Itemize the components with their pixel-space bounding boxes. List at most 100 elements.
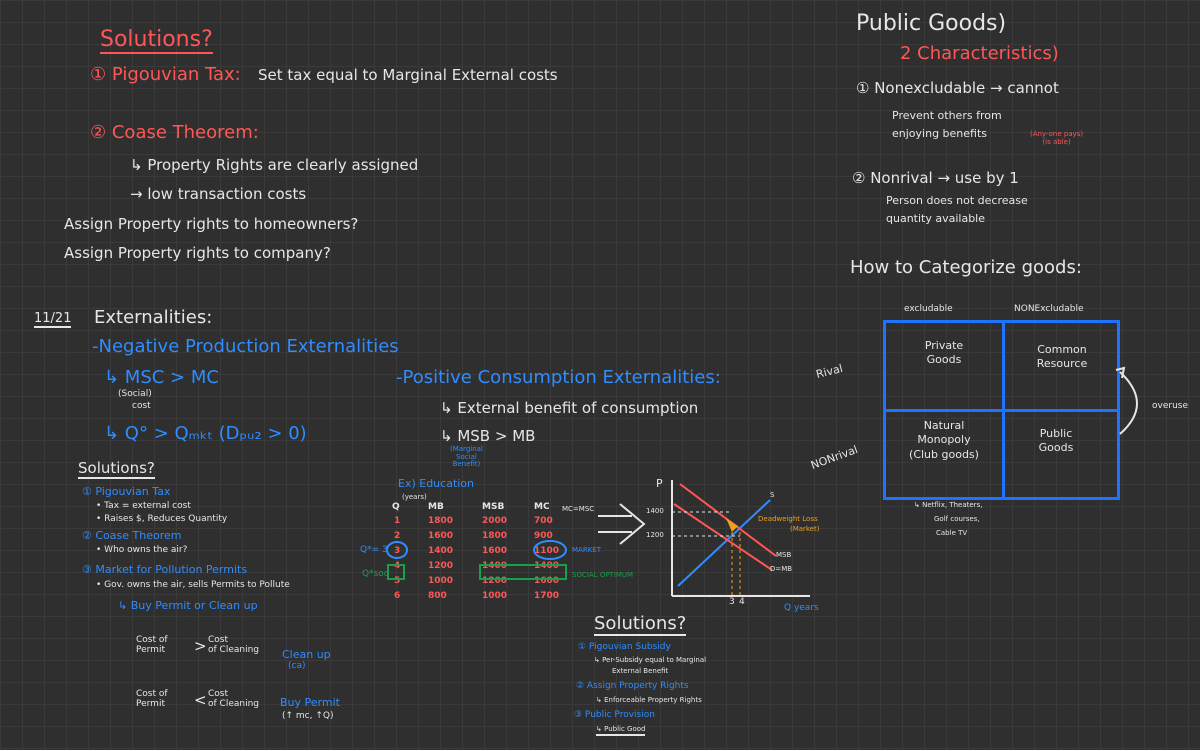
sol-permits: ③ Market for Pollution Permits [82, 563, 248, 576]
club-example-2: Golf courses, [934, 515, 980, 523]
club-example-1: ↳ Netflix, Theaters, [914, 501, 983, 509]
negative-production-heading: -Negative Production Externalities [92, 336, 399, 357]
header-q: Q [392, 502, 400, 512]
mb-row: 1000 [428, 576, 454, 586]
msc-mc: ↳ MSC > MC [104, 367, 219, 388]
msb-row: 1800 [482, 531, 508, 541]
q-vs-market: ↳ Q° > Qₘₖₜ (Dₚᵤ₂ > 0) [104, 423, 307, 444]
pigouvian-tax-desc: Set tax equal to Marginal External costs [258, 66, 558, 84]
mc-row: 1100 [534, 546, 560, 556]
graph-p-label: P [656, 477, 663, 490]
cost-op-1: > [194, 637, 207, 655]
msb-row: 1200 [482, 576, 508, 586]
row-nonrival: NONrival [809, 443, 860, 473]
mc-row: 900 [534, 531, 553, 541]
msb-row: 1600 [482, 546, 508, 556]
clean-up-action: Clean up [282, 648, 331, 661]
graph-price-2: 1200 [646, 531, 664, 539]
graph-supply-label: S [770, 491, 775, 499]
supply-curve [677, 499, 771, 587]
social-optimum-label: SOCIAL OPTIMUM [572, 571, 634, 579]
sol-permits-b: ↳ Buy Permit or Clean up [118, 599, 258, 612]
solutions-3-heading: Solutions? [594, 613, 687, 636]
graph-mb-label: D=MB [770, 565, 793, 573]
mc-row: 1400 [534, 561, 560, 571]
nonexcludable-b: enjoying benefits [892, 127, 988, 140]
mb-row: 1800 [428, 516, 454, 526]
coase-theorem-label: ② Coase Theorem: [90, 122, 259, 143]
msb-row: 1000 [482, 591, 508, 601]
sol3-subsidy: ① Pigouvian Subsidy [578, 642, 671, 652]
mb-row: 800 [428, 591, 447, 601]
cost-permit-1: Cost of Permit [136, 635, 168, 655]
market-label: MARKET [572, 546, 601, 554]
solutions-2-heading: Solutions? [78, 459, 155, 479]
q-row: 1 [394, 516, 401, 526]
assign-rights-1: Assign Property rights to homeowners? [64, 215, 359, 233]
mc-row: 1600 [534, 576, 560, 586]
nonrival-b: quantity available [886, 212, 986, 225]
q-row: 5 [394, 576, 401, 586]
header-msb: MSB [482, 502, 505, 512]
sol3-property: ② Assign Property Rights [576, 681, 689, 691]
sol-pigouvian: ① Pigouvian Tax [82, 485, 171, 498]
nonexcludable-note: (Any-one pays) (is able) [1030, 130, 1084, 146]
q-row: 4 [394, 561, 401, 571]
qstar-label: Q*= 3 [360, 545, 388, 555]
social-note-1: (Social) [118, 389, 152, 399]
implies-arrow [598, 503, 646, 545]
sol-pigouvian-b: • Raises $, Reduces Quantity [96, 514, 228, 524]
externality-graph [671, 480, 810, 597]
nonrival-a: Person does not decrease [886, 194, 1028, 207]
assign-rights-2: Assign Property rights to company? [64, 244, 331, 262]
col-nonexcludable: NONExcludable [1014, 304, 1084, 314]
q-row: 6 [394, 591, 401, 601]
mc-msc-label: MC=MSC [562, 505, 595, 513]
characteristics-heading: 2 Characteristics) [900, 43, 1059, 64]
mb-row: 1600 [428, 531, 454, 541]
msb-row: 2000 [482, 516, 508, 526]
positive-consumption-heading: -Positive Consumption Externalities: [396, 367, 721, 388]
dwl-label: Deadweight Loss [758, 515, 818, 523]
header-mb: MB [428, 502, 444, 512]
nonexcludable: ① Nonexcludable → cannot [856, 79, 1059, 97]
goods-matrix: Private Goods Common Resource Natural Mo… [883, 320, 1120, 500]
nonexcludable-a: Prevent others from [892, 109, 1002, 122]
mb-row: 1200 [428, 561, 454, 571]
graph-tick-1: 3 [729, 597, 735, 607]
coase-point-2: → low transaction costs [130, 185, 307, 203]
years-note: (years) [402, 493, 427, 501]
coase-point-1: ↳ Property Rights are clearly assigned [130, 156, 419, 174]
external-benefit: ↳ External benefit of consumption [440, 399, 699, 417]
msb-mb: ↳ MSB > MB [440, 427, 536, 445]
sol3-subsidy-a: ↳ Per-Subsidy equal to Marginal [594, 656, 707, 664]
sol-coase: ② Coase Theorem [82, 529, 182, 542]
public-goods-heading: Public Goods) [856, 11, 1007, 36]
qsoc-label: Q*soc [362, 569, 389, 579]
deadweight-loss-area [726, 518, 738, 532]
externalities-heading: Externalities: [94, 307, 213, 328]
cell-public-goods: Public Goods [1038, 427, 1074, 455]
overuse-arrow [1115, 366, 1138, 435]
graph-price-1: 1400 [646, 507, 664, 515]
sol3-property-a: ↳ Enforceable Property Rights [596, 696, 702, 704]
sol-permits-a: • Gov. owns the air, sells Permits to Po… [96, 580, 290, 590]
buy-permit-sub: (↑ mc, ↑Q) [282, 711, 334, 721]
col-excludable: excludable [904, 304, 953, 314]
sol3-public: ③ Public Provision [574, 710, 655, 720]
graph-q-label: Q years [784, 603, 819, 613]
example-education: Ex) Education [398, 477, 475, 490]
solutions-heading: Solutions? [100, 27, 213, 55]
graph-tick-2: 4 [739, 597, 745, 607]
clean-up-sub: (ca) [288, 661, 306, 671]
q-row: 2 [394, 531, 401, 541]
cost-cleaning-1: Cost of Cleaning [208, 635, 259, 655]
sol-coase-a: • Who owns the air? [96, 545, 188, 555]
header-mc: MC [534, 502, 550, 512]
sol3-subsidy-b: External Benefit [612, 667, 669, 675]
mb-curve [673, 503, 773, 571]
categorize-heading: How to Categorize goods: [850, 257, 1082, 278]
date-label: 11/21 [34, 311, 72, 329]
cost-op-2: < [194, 691, 207, 709]
mb-row: 1400 [428, 546, 454, 556]
